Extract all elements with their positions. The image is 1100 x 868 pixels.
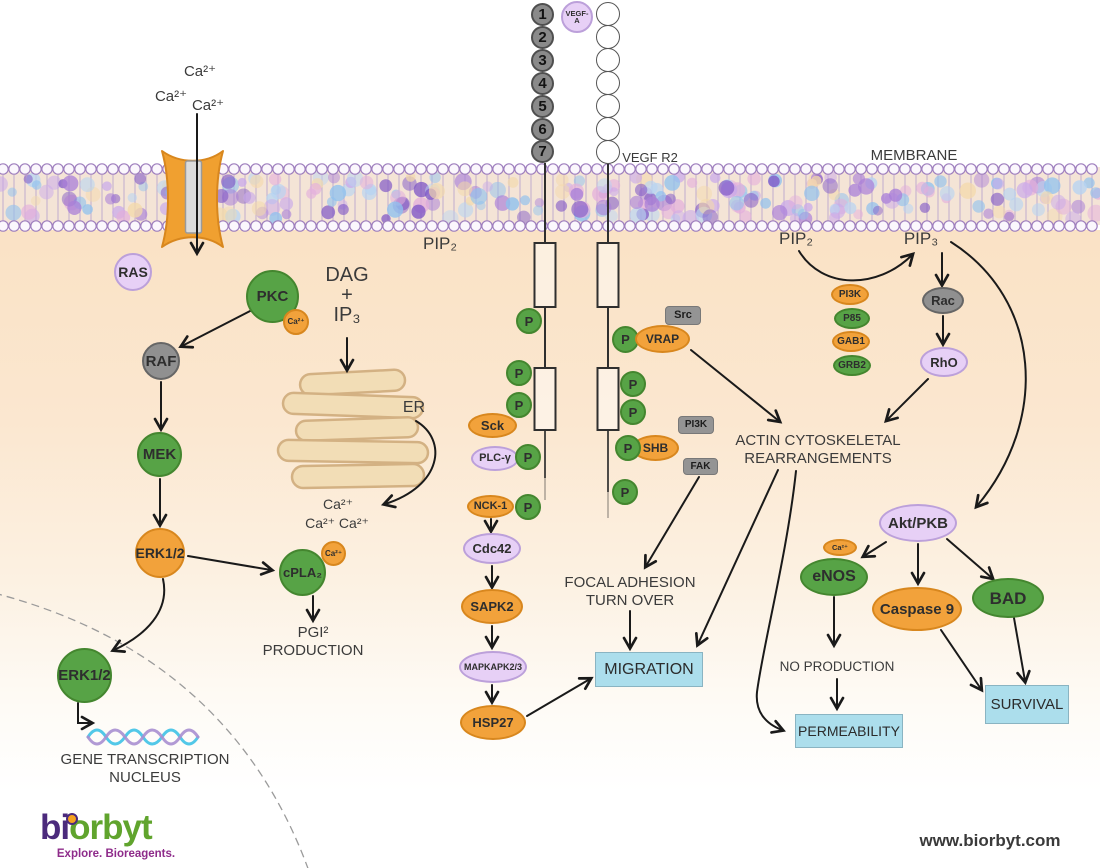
receptor-domain-2: 2 xyxy=(531,26,554,49)
phospho-site: P xyxy=(515,444,541,470)
vrap-node: VRAP xyxy=(635,325,690,353)
dna-helix xyxy=(86,728,200,746)
pi3k-node: PI3K xyxy=(831,284,869,305)
receptor-domain-empty xyxy=(596,117,620,141)
pip2-receptor-label: PIP₂ xyxy=(423,234,457,253)
caspase9-node: Caspase 9 xyxy=(872,587,962,631)
receptor-domain-4: 4 xyxy=(531,72,554,95)
akt-pkb-node: Akt/PKB xyxy=(879,504,957,542)
nck1-node: NCK-1 xyxy=(467,495,514,518)
phospho-site: P xyxy=(620,371,646,397)
dag-ip3-label: DAG + IP₃ xyxy=(325,264,369,326)
logo-part2: orbyt xyxy=(69,808,152,847)
cpla2-node: cPLA₂ xyxy=(279,549,326,596)
er-label: ER xyxy=(402,399,426,416)
phospho-site: P xyxy=(612,479,638,505)
logo-dot-icon xyxy=(66,813,78,825)
permeability-outcome: PERMEABILITY xyxy=(795,714,903,748)
cdc42-node: Cdc42 xyxy=(463,533,521,564)
biorbyt-logo-text: biorbyt xyxy=(40,810,210,845)
rac-node: Rac xyxy=(922,287,964,314)
hsp27-node: HSP27 xyxy=(460,705,526,740)
nucleus-boundary xyxy=(0,593,309,868)
actin-rearrangements-label: ACTIN CYTOSKELETAL REARRANGEMENTS xyxy=(735,432,901,467)
src-tag: Src xyxy=(665,306,701,325)
survival-outcome: SURVIVAL xyxy=(985,685,1069,724)
cpla2-ca-ion: Ca²⁺ xyxy=(321,541,346,566)
pip2-label: PIP₂ xyxy=(779,229,813,248)
raf-node: RAF xyxy=(142,342,180,380)
ca-ion-label: Ca²⁺ xyxy=(154,88,188,105)
pgi-production-label: PGI² PRODUCTION xyxy=(262,624,364,659)
grb2-node: GRB2 xyxy=(833,355,871,376)
receptor-domain-empty xyxy=(596,140,620,164)
logo-tagline: Explore. Bioreagents. xyxy=(56,848,176,860)
lipid-bilayer-membrane xyxy=(0,163,1100,232)
pkc-ca-ion: Ca²⁺ xyxy=(283,309,309,335)
mapkapk23-node: MAPKAPK2/3 xyxy=(459,651,527,683)
sck-node: Sck xyxy=(468,413,517,438)
ras-node: RAS xyxy=(114,253,152,291)
phospho-site: P xyxy=(516,308,542,334)
no-production-label: NO PRODUCTION xyxy=(779,659,895,674)
receptor-domain-empty xyxy=(596,71,620,95)
phospho-site: P xyxy=(615,435,641,461)
receptor-domain-empty xyxy=(596,94,620,118)
enos-node: eNOS xyxy=(800,558,868,596)
ca-ion-label: Ca²⁺ xyxy=(183,63,217,80)
receptor-domain-6: 6 xyxy=(531,118,554,141)
phospho-site: P xyxy=(620,399,646,425)
receptor-domain-7: 7 xyxy=(531,140,554,163)
receptor-name-label: VEGF R2 xyxy=(622,150,678,165)
ca-released-label: Ca²⁺ xyxy=(323,496,353,512)
calcium-channel xyxy=(161,150,224,248)
receptor-domain-empty xyxy=(596,2,620,26)
receptor-domain-empty xyxy=(596,48,620,72)
migration-outcome: MIGRATION xyxy=(595,652,703,687)
ca-released-pair-label: Ca²⁺ Ca²⁺ xyxy=(305,515,369,531)
phospho-site: P xyxy=(515,494,541,520)
fak-tag: FAK xyxy=(683,458,718,475)
phospho-site: P xyxy=(506,360,532,386)
ca-ion-label: Ca²⁺ xyxy=(191,97,225,114)
mek-node: MEK xyxy=(137,432,182,477)
endoplasmic-reticulum xyxy=(276,368,430,490)
erk12-nuclear-node: ERK1/2 xyxy=(57,648,112,703)
plc-gamma-node: PLC-γ xyxy=(471,446,519,471)
pi3k-tag: PI3K xyxy=(678,416,714,434)
logo-part1: bi xyxy=(40,808,70,847)
vegf-a-ligand: VEGF-A xyxy=(561,1,593,33)
biorbyt-logo: biorbyt Explore. Bioreagents. xyxy=(40,810,210,860)
rho-node: RhO xyxy=(920,347,968,377)
bad-node: BAD xyxy=(972,578,1044,618)
pip3-label: PIP₃ xyxy=(903,229,939,248)
receptor-domain-empty xyxy=(596,25,620,49)
receptor-domain-1: 1 xyxy=(531,3,554,26)
website-url: www.biorbyt.com xyxy=(919,831,1061,850)
sapk2-node: SAPK2 xyxy=(461,589,523,624)
pathway-arrows xyxy=(77,113,1031,734)
gab1-node: GAB1 xyxy=(832,331,870,352)
receptor-domain-3: 3 xyxy=(531,49,554,72)
receptor-structure xyxy=(533,163,620,518)
focal-adhesion-label: FOCAL ADHESION TURN OVER xyxy=(564,574,696,609)
membrane-label: MEMBRANE xyxy=(870,147,958,164)
p85-node: P85 xyxy=(834,308,870,329)
gene-transcription-label: GENE TRANSCRIPTION NUCLEUS xyxy=(60,751,230,786)
erk12-node: ERK1/2 xyxy=(135,528,185,578)
phospho-site: P xyxy=(506,392,532,418)
receptor-domain-5: 5 xyxy=(531,95,554,118)
enos-ca-ion: Ca²⁺ xyxy=(823,539,857,556)
